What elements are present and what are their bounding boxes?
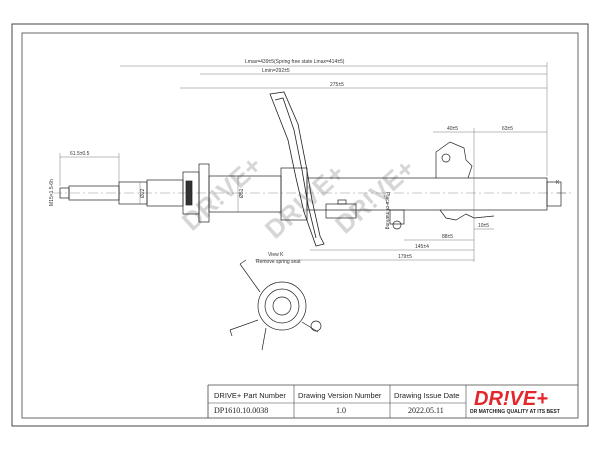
version-label: Drawing Version Number [298, 391, 382, 400]
dim-m15: M15×1.5-6h [49, 179, 55, 206]
brake-hose-clip [325, 199, 357, 219]
knuckle-bracket [435, 141, 495, 221]
sensor-clip-hole [392, 220, 402, 230]
part-number-value: DP1610.10.0038 [214, 406, 268, 415]
dim-place-marking: Place of marking [384, 192, 390, 229]
logo-tagline: DR MATCHING QUALITY AT ITS BEST [470, 409, 560, 415]
watermark-group: DR!VE+ DR!VE+ DR!VE+ [176, 150, 420, 245]
dimension-lines [59, 62, 566, 262]
watermark-text: DR!VE+ [259, 158, 350, 245]
dim-lmax: Lmax=439±5(Spring free state Lmax=414±5) [245, 59, 345, 65]
spring-seat [269, 91, 325, 247]
version-value: 1.0 [336, 406, 346, 415]
dim-275: 275±5 [330, 82, 344, 88]
body-end-cap [546, 181, 562, 207]
strut-body [208, 167, 562, 221]
dim-lmin: Lmin=292±5 [262, 68, 290, 74]
bracket-upper-hole [441, 153, 451, 163]
dim-10: 10±5 [478, 223, 489, 229]
spring-seat-inner [274, 97, 317, 239]
spring-seat-outline [269, 91, 325, 247]
dim-63: 63±5 [502, 126, 513, 132]
bracket-lower [439, 209, 495, 221]
dim-88: 88±5 [442, 234, 453, 240]
dim-145: 145±4 [415, 244, 429, 250]
sheet-outer-frame [11, 23, 589, 427]
view-k-arm [229, 319, 259, 331]
view-k-arm [301, 321, 319, 333]
dim-view-k: View K [268, 252, 284, 258]
view-k-arm [229, 329, 233, 337]
view-k-arm [239, 259, 247, 265]
top-mount-nut [185, 180, 193, 206]
view-k-inner [272, 296, 292, 316]
dim-d22: Ø22 [140, 188, 146, 198]
dim-d51: Ø51 [239, 188, 245, 198]
view-k-arm [239, 263, 261, 293]
view-k-outer [257, 281, 307, 331]
view-k-detail [229, 259, 322, 351]
bracket-upper [435, 141, 473, 179]
dim-40: 40±5 [447, 126, 458, 132]
sheet-inner-frame [21, 32, 579, 419]
logo-text: DR!VE+ [474, 388, 548, 410]
sensor-clip [389, 209, 405, 230]
clip-tab [337, 199, 347, 205]
dim-k: K [556, 180, 560, 186]
issue-date-value: 2022.05.11 [408, 406, 444, 415]
view-k-arm [261, 327, 267, 351]
dim-615: 61.5±0.5 [70, 151, 90, 157]
part-number-label: DRIVE+ Part Number [214, 391, 286, 400]
dim-179: 179±5 [398, 254, 412, 260]
issue-date-label: Drawing Issue Date [394, 391, 459, 400]
drive-logo: DR!VE+ DR MATCHING QUALITY AT ITS BEST [470, 388, 560, 415]
dimension-labels: Lmax=439±5(Spring free state Lmax=414±5)… [49, 59, 560, 265]
dim-remove-spring: Remove spring seat [256, 259, 301, 265]
view-k-mid [264, 288, 300, 324]
title-block: DRIVE+ Part Number DP1610.10.0038 Drawin… [207, 384, 578, 418]
sensor-clip-body [389, 209, 405, 225]
leader-line [383, 194, 391, 213]
view-k-tab [310, 320, 322, 332]
watermark-text: DR!VE+ [329, 153, 420, 240]
